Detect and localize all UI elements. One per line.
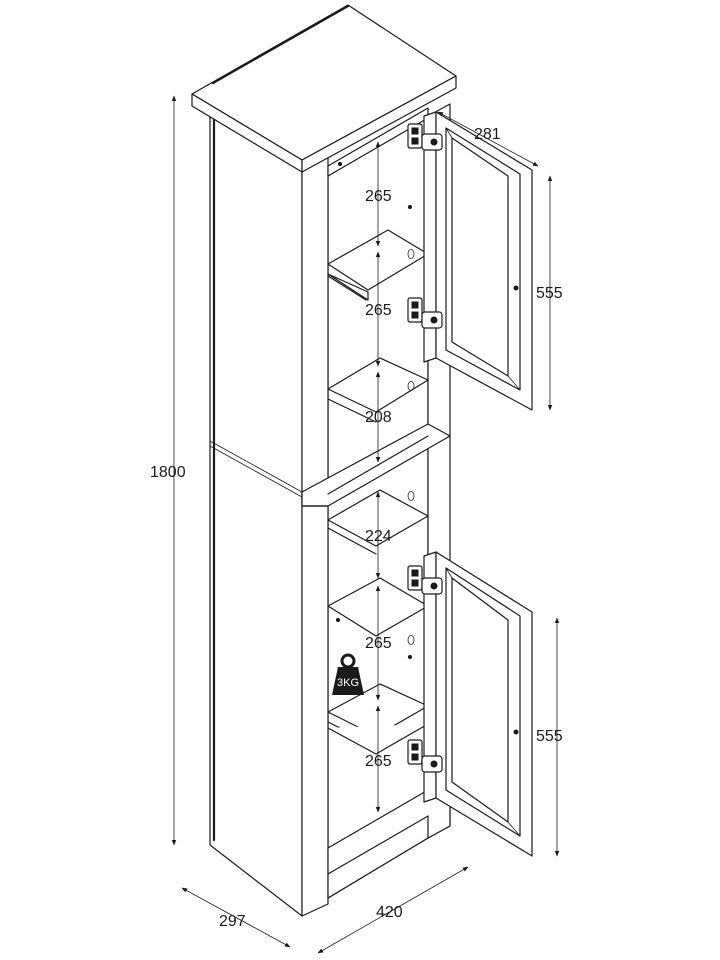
lower-door bbox=[423, 551, 533, 857]
dimension-lines bbox=[171, 95, 560, 954]
hinge-icon bbox=[407, 565, 443, 595]
compartment-height-label: 265 bbox=[365, 753, 392, 770]
hinge-icon bbox=[407, 297, 443, 329]
width-label: 420 bbox=[376, 904, 403, 921]
upper-door-height-label: 555 bbox=[536, 285, 563, 302]
weight-icon: 3KG bbox=[332, 653, 364, 695]
compartment-height-label: 265 bbox=[365, 635, 392, 652]
total-height-label: 1800 bbox=[150, 464, 186, 481]
hinge-icons bbox=[407, 123, 443, 773]
dimension-labels: 1800 297 420 281 555 555 265 265 208 224… bbox=[150, 126, 563, 930]
compartment-height-label: 208 bbox=[365, 409, 392, 426]
lower-door-height-label: 555 bbox=[536, 728, 563, 745]
depth-label: 297 bbox=[219, 913, 246, 930]
upper-door bbox=[423, 111, 533, 411]
compartment-height-label: 224 bbox=[365, 528, 392, 545]
compartment-height-label: 265 bbox=[365, 188, 392, 205]
door-width-label: 281 bbox=[474, 126, 501, 143]
hinge-icon bbox=[407, 739, 443, 773]
hinge-icon bbox=[407, 123, 443, 151]
weight-label: 3KG bbox=[337, 677, 359, 689]
compartment-height-label: 265 bbox=[365, 302, 392, 319]
